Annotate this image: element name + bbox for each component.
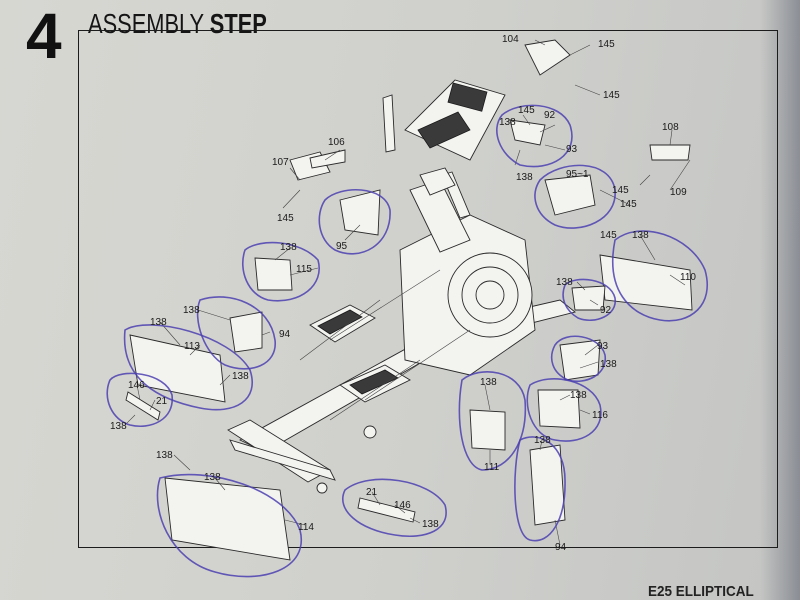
leader-lines xyxy=(124,39,691,546)
callout-21-left: 21 xyxy=(156,396,168,407)
callout-107: 107 xyxy=(272,157,289,168)
callout-138-left: 138 xyxy=(110,421,127,432)
callout-95-1: 95~1 xyxy=(566,169,589,180)
loose-parts xyxy=(125,39,693,561)
callout-146-left: 146 xyxy=(128,380,145,391)
callout-138-93: 138 xyxy=(600,359,617,370)
callout-138-top: 138 xyxy=(499,117,516,128)
callout-138-111: 138 xyxy=(480,377,497,388)
callout-113: 113 xyxy=(184,341,200,352)
callout-110: 110 xyxy=(680,272,696,283)
callout-138-113a: 138 xyxy=(150,317,167,328)
callout-94-a: 94 xyxy=(279,329,291,340)
callout-108: 108 xyxy=(662,122,679,133)
callout-138-115: 138 xyxy=(280,242,297,253)
callout-138-mid: 138 xyxy=(516,172,533,183)
elliptical-frame-drawing xyxy=(227,79,576,494)
step-title: ASSEMBLY STEP xyxy=(88,8,267,40)
callout-114: 114 xyxy=(298,522,314,533)
callout-145-c: 145 xyxy=(620,199,637,210)
callout-115: 115 xyxy=(296,264,312,275)
callout-138-94b: 138 xyxy=(534,435,551,446)
callout-94-b: 94 xyxy=(555,542,567,553)
callout-145-d: 145 xyxy=(600,230,617,241)
callout-106: 106 xyxy=(328,137,345,148)
callout-92-top: 92 xyxy=(544,110,556,121)
page-edge-shadow xyxy=(760,0,800,600)
callout-138-114b: 138 xyxy=(204,472,221,483)
callout-labels: 104 145 145 106 107 145 145 92 138 93 13… xyxy=(110,34,696,553)
callout-93-top: 93 xyxy=(566,144,578,155)
step-number: 4 xyxy=(26,0,62,72)
callout-146-bottom: 146 xyxy=(394,500,411,511)
callout-145-left: 145 xyxy=(277,213,294,224)
callout-104: 104 xyxy=(502,34,519,45)
callout-145-top2: 145 xyxy=(603,90,620,101)
callout-138-92: 138 xyxy=(556,277,573,288)
callout-116: 116 xyxy=(592,410,608,421)
callout-138-110: 138 xyxy=(632,230,649,241)
callout-145-a: 145 xyxy=(518,105,535,116)
hand-drawn-annotations xyxy=(106,104,708,578)
footer-model-name: E25 ELLIPTICAL xyxy=(648,583,754,600)
callout-92-mid: 92 xyxy=(600,305,612,316)
callout-138-114a: 138 xyxy=(156,450,173,461)
callout-21-bottom: 21 xyxy=(366,487,378,498)
callout-111: 111 xyxy=(484,462,500,473)
callout-93-low: 93 xyxy=(597,341,609,352)
callout-138-94a: 138 xyxy=(183,305,200,316)
diagram-frame xyxy=(78,30,778,548)
callout-138-113b: 138 xyxy=(232,371,249,382)
callout-145-b: 145 xyxy=(612,185,629,196)
callout-109: 109 xyxy=(670,187,687,198)
callout-95: 95 xyxy=(336,241,348,252)
step-title-regular: ASSEMBLY xyxy=(88,8,210,39)
callout-138-116: 138 xyxy=(570,390,587,401)
callout-138-bottom: 138 xyxy=(422,519,439,530)
step-title-bold: STEP xyxy=(209,8,267,39)
callout-145-top: 145 xyxy=(598,39,615,50)
